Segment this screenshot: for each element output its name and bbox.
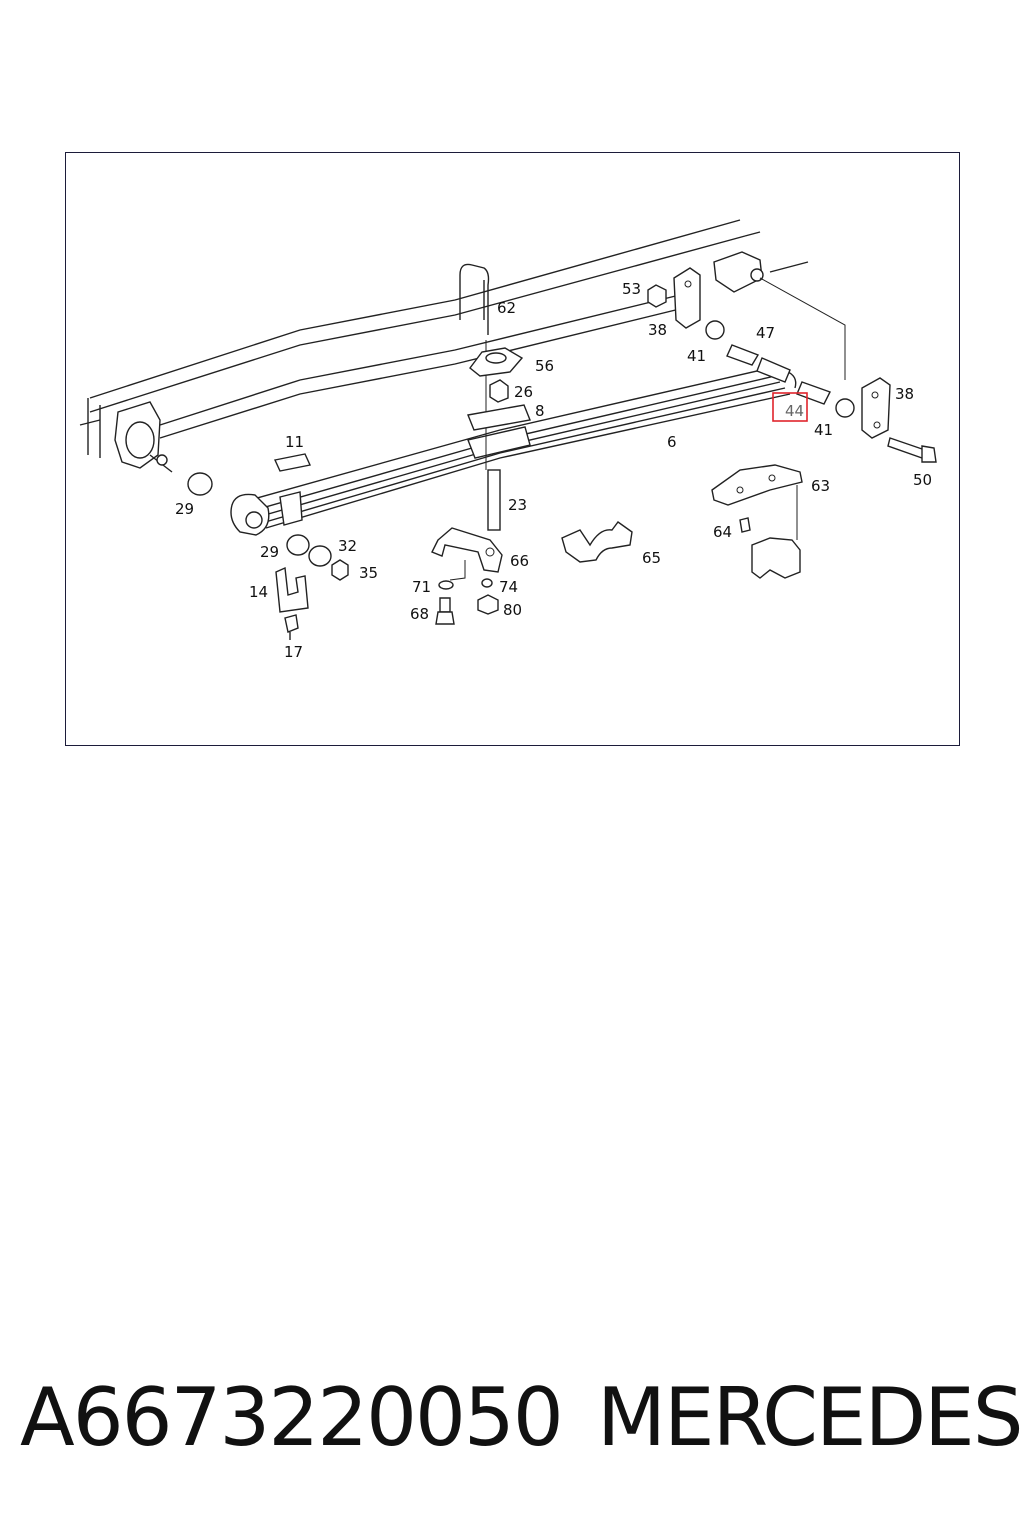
suspension-diagram: 62 53 38 47 41 56 26 8 38 44 41 11 6 50 … xyxy=(79,219,937,661)
callout-41-bottom: 41 xyxy=(814,421,833,439)
callout-71: 71 xyxy=(412,578,431,596)
callout-29-left: 29 xyxy=(175,500,194,518)
callout-8: 8 xyxy=(535,402,545,420)
callout-38-top: 38 xyxy=(648,321,667,339)
callout-63: 63 xyxy=(811,477,830,495)
front-hanger-bracket xyxy=(114,401,173,473)
callout-74: 74 xyxy=(499,578,518,596)
callout-38-right: 38 xyxy=(895,385,914,403)
callout-17: 17 xyxy=(284,643,303,661)
bracket-66 xyxy=(431,527,503,625)
callout-80: 80 xyxy=(503,601,522,619)
diagram-frame xyxy=(65,152,960,746)
callout-44: 44 xyxy=(785,402,804,420)
callout-47: 47 xyxy=(756,324,775,342)
callout-26: 26 xyxy=(514,383,533,401)
callout-6: 6 xyxy=(667,433,677,451)
spring-pad-parts xyxy=(467,347,531,431)
part-number: A6673220050 xyxy=(20,1371,564,1464)
bracket-63 xyxy=(711,464,803,579)
brand-name: MERCEDES xyxy=(597,1371,1024,1464)
callout-64: 64 xyxy=(713,523,732,541)
clamp-65 xyxy=(561,521,633,563)
callout-50: 50 xyxy=(913,471,932,489)
callout-56: 56 xyxy=(535,357,554,375)
callout-29-bottom: 29 xyxy=(260,543,279,561)
leaf-spring xyxy=(230,367,797,536)
rear-shackle-parts xyxy=(647,251,937,463)
callout-62: 62 xyxy=(497,299,516,317)
callout-23: 23 xyxy=(508,496,527,514)
callout-14: 14 xyxy=(249,583,268,601)
callout-35: 35 xyxy=(359,564,378,582)
chassis-frame xyxy=(79,219,809,458)
front-bushings xyxy=(187,472,349,581)
callout-66: 66 xyxy=(510,552,529,570)
highlight-box-44 xyxy=(772,392,808,422)
callout-68: 68 xyxy=(410,605,429,623)
callout-32: 32 xyxy=(338,537,357,555)
callout-41-top: 41 xyxy=(687,347,706,365)
caption: A6673220050 MERCEDES xyxy=(0,1372,1024,1482)
clip-parts xyxy=(275,566,309,640)
callout-65: 65 xyxy=(642,549,661,567)
pad-part xyxy=(273,453,312,472)
callout-11: 11 xyxy=(285,433,304,451)
callout-53: 53 xyxy=(622,280,641,298)
